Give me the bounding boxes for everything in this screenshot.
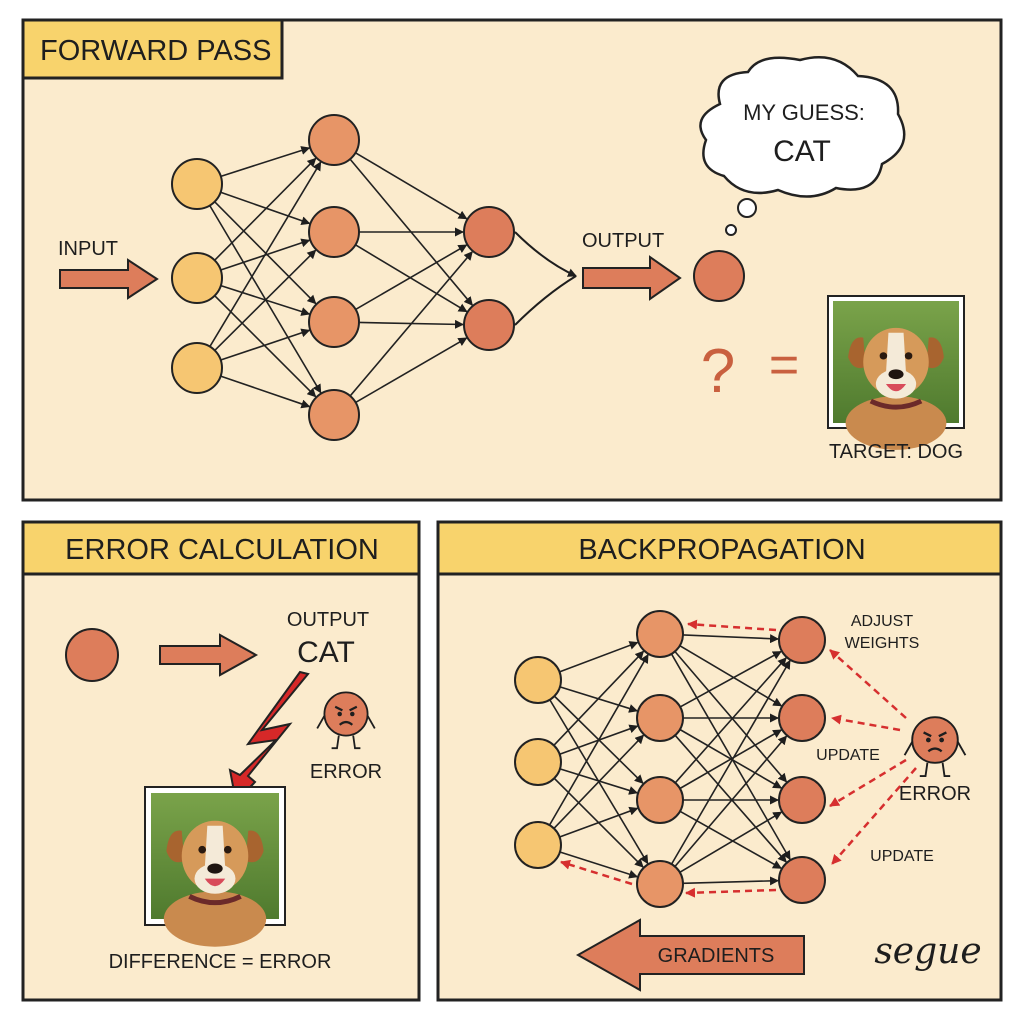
forward-pass-panel: FORWARD PASS INPUT OUTPUT MY GUESS: CAT … xyxy=(21,18,1003,502)
output-node xyxy=(693,250,745,302)
fp-edge xyxy=(349,251,473,397)
bp-edge xyxy=(670,659,791,865)
difference-label: DIFFERENCE = ERROR xyxy=(109,951,332,973)
input-arrow xyxy=(59,258,159,300)
fp-edge xyxy=(214,249,317,351)
bp-edge xyxy=(682,634,780,644)
output-label: OUTPUT xyxy=(582,230,664,252)
ec-dog-image xyxy=(144,786,286,947)
forward-pass-nodes xyxy=(171,114,515,441)
error-calculation-panel: ERROR CALCULATION OUTPUT CAT ERROR DIFFE… xyxy=(21,520,421,1002)
bp-node xyxy=(636,610,684,658)
bp-edge xyxy=(674,734,787,863)
ec-output-node xyxy=(65,628,119,682)
fp-node xyxy=(171,158,223,210)
bp-node xyxy=(636,694,684,742)
fp-edge xyxy=(355,152,468,220)
fp-edge xyxy=(220,146,311,178)
fp-edge xyxy=(220,375,311,409)
fp-node xyxy=(171,342,223,394)
error-calculation-title: ERROR CALCULATION xyxy=(65,534,379,566)
ec-arrow xyxy=(159,633,259,677)
bp-edge xyxy=(679,811,783,873)
ec-error-label: ERROR xyxy=(310,761,382,783)
fp-node xyxy=(171,252,223,304)
backpropagation-header-bg xyxy=(436,520,1003,576)
ec-output-value: CAT xyxy=(297,636,355,669)
update-label-2: UPDATE xyxy=(870,848,934,865)
update-label-1: UPDATE xyxy=(816,747,880,764)
fp-node xyxy=(308,389,360,441)
thought-guess-line2: CAT xyxy=(773,135,831,168)
output-curve-arrow xyxy=(514,231,577,277)
input-label: INPUT xyxy=(58,238,118,260)
backprop-gradient-arrows xyxy=(560,619,917,898)
backprop-connections xyxy=(548,634,791,886)
bp-edge xyxy=(559,641,639,673)
fp-node xyxy=(308,206,360,258)
equals-sign: = xyxy=(769,336,799,394)
bp-node xyxy=(636,860,684,908)
bp-edge xyxy=(682,876,780,886)
target-label: TARGET: DOG xyxy=(829,441,963,463)
fp-edge xyxy=(214,201,317,305)
signature: segue xyxy=(874,931,981,972)
output-arrow xyxy=(582,255,682,301)
fp-edge xyxy=(220,191,311,226)
bp-edge xyxy=(679,645,783,707)
fp-edge xyxy=(355,337,468,404)
bp-node xyxy=(778,616,826,664)
gradients-arrow xyxy=(575,918,805,992)
adjust-weights-line1: ADJUST xyxy=(851,613,913,630)
forward-pass-header-bg xyxy=(21,18,284,80)
bp-node xyxy=(514,656,562,704)
fp-node xyxy=(463,206,515,258)
gradients-label: GRADIENTS xyxy=(658,945,775,967)
ec-output-label: OUTPUT xyxy=(287,609,369,631)
bp-edge xyxy=(559,851,639,879)
bp-edge xyxy=(674,735,788,868)
error-calculation-header-bg xyxy=(21,520,421,576)
fp-node xyxy=(463,299,515,351)
thought-guess-line1: MY GUESS: xyxy=(743,100,865,125)
forward-pass-connections xyxy=(209,146,473,409)
backpropagation-title: BACKPROPAGATION xyxy=(578,534,865,566)
target-dog-image xyxy=(827,295,965,450)
bp-edge xyxy=(559,806,639,838)
bp-node xyxy=(636,776,684,824)
fp-edge xyxy=(214,157,317,261)
fp-edge xyxy=(209,161,322,347)
bp-node xyxy=(514,821,562,869)
forward-pass-title: FORWARD PASS xyxy=(40,35,272,67)
fp-node xyxy=(308,114,360,166)
bp-node xyxy=(778,856,826,904)
question-mark: ? xyxy=(701,337,735,406)
bp-edge xyxy=(548,653,649,826)
backprop-nodes xyxy=(514,610,826,908)
fp-edge xyxy=(214,295,317,398)
bp-edge xyxy=(553,650,645,746)
bp-edge xyxy=(679,650,782,708)
fp-node xyxy=(308,296,360,348)
fp-edge xyxy=(355,244,468,311)
adjust-weights-line2: WEIGHTS xyxy=(845,635,920,652)
fp-edge xyxy=(209,205,322,394)
bp-error-label: ERROR xyxy=(899,783,971,805)
bp-edge xyxy=(674,657,787,784)
backpropagation-panel: BACKPROPAGATION ADJUST WEIGHTS UPDATE UP… xyxy=(436,520,1003,1002)
bp-edge xyxy=(679,729,783,790)
bp-node xyxy=(778,694,826,742)
bp-edge xyxy=(674,650,788,783)
thought-cloud: MY GUESS: CAT xyxy=(699,56,906,236)
bp-node xyxy=(514,738,562,786)
bp-edge xyxy=(670,653,791,861)
fp-edge xyxy=(355,244,468,313)
bp-edge xyxy=(553,734,645,829)
fp-edge xyxy=(220,328,311,361)
bp-node xyxy=(778,776,826,824)
